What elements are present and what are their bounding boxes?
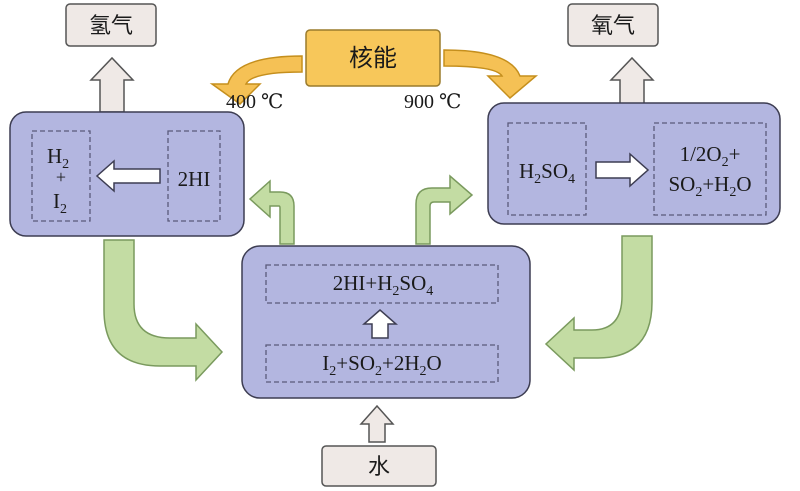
left-inner-arrow (95, 159, 161, 193)
center-2hi-h2so4: 2HI+H2SO4 (333, 271, 434, 299)
center-up-arrow (362, 309, 398, 339)
left-plus: + (56, 167, 66, 187)
left-input-dashed (167, 130, 221, 222)
up-arrow-hydrogen (89, 56, 135, 113)
oxygen-output: 氧气 (567, 3, 659, 47)
left-2hi: 2HI (178, 167, 211, 191)
center-i2-so2-h2o: I2+SO2+2H2O (322, 351, 441, 379)
nuclear-label: 核能 (349, 44, 397, 72)
hydrogen-output: 氢气 (65, 3, 157, 47)
green-arrow-so2-to-center (544, 235, 653, 372)
orange-arrow-left (209, 55, 303, 105)
left-product-dashed (31, 130, 91, 222)
orange-arrow-right (443, 49, 539, 100)
right-input-dashed (507, 122, 587, 216)
left-reactor: H2 + I2 2HI (9, 111, 245, 237)
up-arrow-oxygen (609, 56, 655, 105)
left-i2: I2 (53, 189, 67, 217)
temperature-right: 900 ℃ (404, 91, 461, 113)
right-o2: 1/2O2+ (680, 142, 741, 170)
right-reactor: H2SO4 1/2O2+ SO2+H2O (487, 102, 781, 225)
water-box (321, 445, 437, 487)
center-top-dashed (265, 264, 499, 304)
hydrogen-box (65, 3, 157, 47)
green-arrow-i2-to-center (103, 239, 224, 382)
right-so2-h2o: SO2+H2O (668, 172, 751, 200)
temperature-left: 400 ℃ (226, 91, 283, 113)
oxygen-label: 氧气 (591, 14, 635, 39)
water-label: 水 (368, 455, 390, 480)
center-bottom-dashed (265, 344, 499, 383)
oxygen-box (567, 3, 659, 47)
nuclear-energy: 核能 (305, 29, 441, 87)
right-h2so4: H2SO4 (519, 159, 575, 187)
green-arrow-hi-to-left (248, 179, 295, 245)
center-reactor: 2HI+H2SO4 I2+SO2+2H2O (241, 245, 531, 399)
left-h2: H2 (47, 144, 69, 172)
nuclear-box (305, 29, 441, 87)
right-inner-arrow (595, 152, 650, 188)
right-product-dashed (653, 122, 767, 216)
hydrogen-label: 氢气 (89, 14, 133, 39)
water-input: 水 (321, 445, 437, 487)
water-up-arrow (359, 404, 395, 443)
green-arrow-h2so4-to-right (415, 174, 474, 245)
